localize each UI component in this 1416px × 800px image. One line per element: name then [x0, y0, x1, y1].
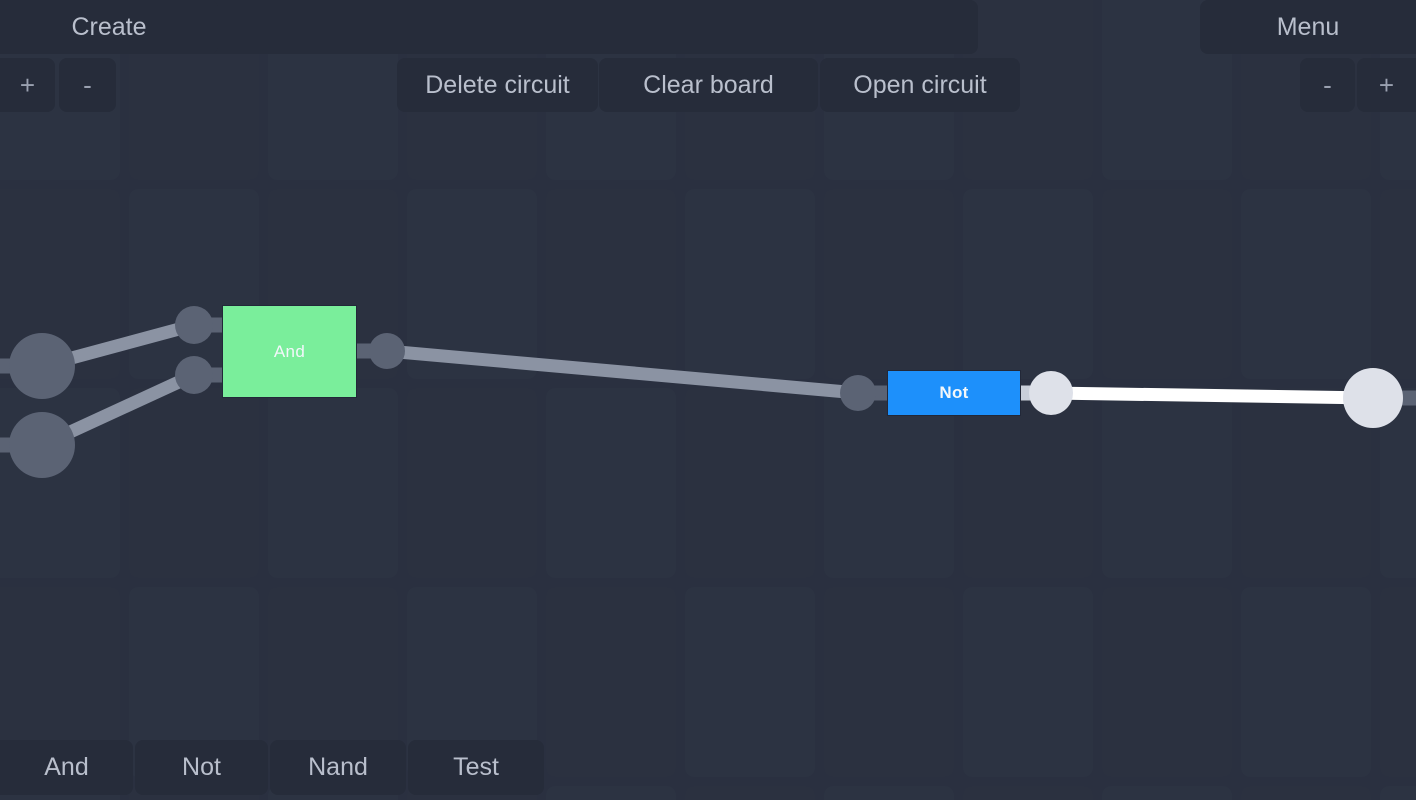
node-and-in-2[interactable]	[175, 356, 213, 394]
grid-cell	[963, 786, 1093, 800]
zoom-in-left-button[interactable]: +	[0, 58, 55, 112]
node-and-in-1[interactable]	[175, 306, 213, 344]
create-button-label: Create	[71, 12, 147, 41]
gate-not[interactable]: Not	[887, 370, 1021, 416]
plus-icon: +	[1378, 69, 1395, 100]
palette-item-label: Test	[453, 753, 499, 781]
grid-cell	[546, 388, 676, 578]
grid-cell	[824, 189, 954, 379]
zoom-in-right-button[interactable]: +	[1357, 58, 1416, 112]
node-in-b[interactable]	[9, 412, 75, 478]
grid-cell	[963, 388, 1093, 578]
grid-cell	[1241, 786, 1371, 800]
open-circuit-button[interactable]: Open circuit	[820, 58, 1020, 112]
palette-item-label: Nand	[308, 753, 368, 781]
grid-cell	[1241, 587, 1371, 777]
grid-cell	[685, 189, 815, 379]
grid-cell	[546, 587, 676, 777]
zoom-out-right-button[interactable]: -	[1300, 58, 1355, 112]
grid-cell	[1102, 189, 1232, 379]
plus-icon: +	[19, 69, 36, 100]
grid-cell	[546, 189, 676, 379]
minus-icon: -	[1323, 69, 1332, 100]
create-button[interactable]: Create	[0, 0, 218, 54]
grid-cell	[963, 189, 1093, 379]
clear-board-label: Clear board	[643, 70, 774, 99]
zoom-out-left-button[interactable]: -	[59, 58, 116, 112]
gate-and[interactable]: And	[222, 305, 357, 398]
grid-cell	[1380, 189, 1416, 379]
palette-item-nand[interactable]: Nand	[270, 740, 406, 795]
menu-button-label: Menu	[1276, 12, 1340, 41]
clear-board-button[interactable]: Clear board	[599, 58, 818, 112]
grid-cell	[546, 786, 676, 800]
palette-item-test[interactable]: Test	[408, 740, 544, 795]
grid-cell	[407, 388, 537, 578]
node-not-out[interactable]	[1029, 371, 1073, 415]
grid-cell	[1102, 388, 1232, 578]
gate-not-label: Not	[939, 383, 969, 402]
top-toolbar: Create Menu + - Delete circuit Clear boa…	[0, 0, 1416, 112]
grid-cell	[963, 587, 1093, 777]
grid-cell	[1241, 189, 1371, 379]
grid-cell	[1380, 587, 1416, 777]
delete-circuit-label: Delete circuit	[425, 70, 570, 99]
node-and-out[interactable]	[369, 333, 405, 369]
grid-cell	[129, 388, 259, 578]
node-in-a[interactable]	[9, 333, 75, 399]
grid-cell	[1380, 786, 1416, 800]
palette-item-label: Not	[182, 753, 221, 781]
grid-cell	[685, 388, 815, 578]
grid-cell	[685, 786, 815, 800]
grid-cell	[268, 388, 398, 578]
grid-cell	[824, 388, 954, 578]
grid-cell	[1102, 587, 1232, 777]
minus-icon: -	[83, 69, 92, 100]
node-not-in[interactable]	[840, 375, 876, 411]
palette-item-label: And	[44, 753, 89, 781]
delete-circuit-button[interactable]: Delete circuit	[397, 58, 598, 112]
palette-item-not[interactable]: Not	[135, 740, 268, 795]
grid-cell	[824, 587, 954, 777]
node-out-main[interactable]	[1343, 368, 1403, 428]
palette-item-and[interactable]: And	[0, 740, 133, 795]
grid-cell	[407, 189, 537, 379]
open-circuit-label: Open circuit	[853, 70, 987, 99]
gate-palette-toolbar: And Not Nand Test	[0, 740, 1416, 800]
grid-cell	[824, 786, 954, 800]
grid-cell	[1241, 388, 1371, 578]
grid-cell	[685, 587, 815, 777]
menu-button[interactable]: Menu	[1200, 0, 1416, 54]
grid-cell	[1102, 786, 1232, 800]
gate-and-label: And	[273, 341, 306, 361]
